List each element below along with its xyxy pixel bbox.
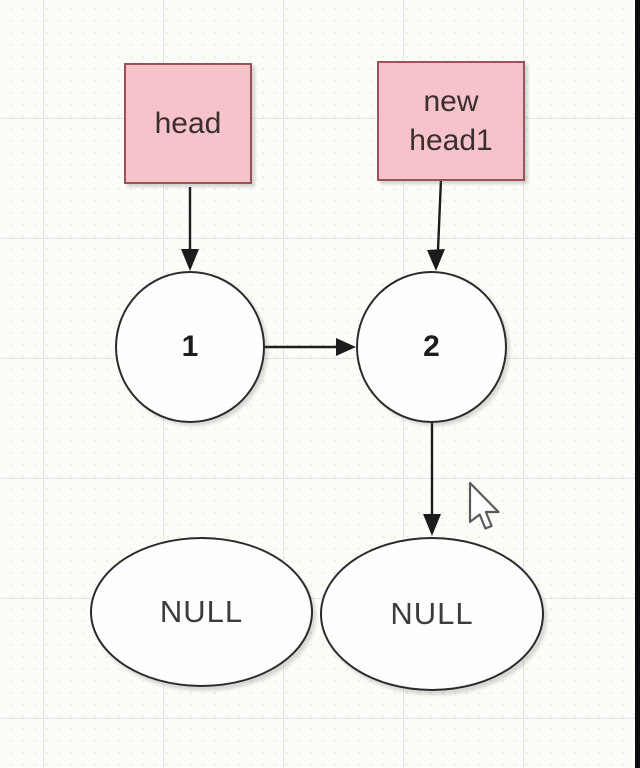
null-terminal-2[interactable]: NULL [320,537,544,691]
pointer-box-head[interactable]: head [124,63,252,184]
list-node-1-label: 1 [181,330,199,363]
list-node-2[interactable]: 2 [356,271,507,423]
list-node-2-label: 2 [423,330,440,363]
window-right-edge [635,0,640,768]
pointer-box-new-head1[interactable]: new head1 [377,61,525,181]
pointer-box-new-head1-label: new head1 [409,85,493,157]
null-terminal-1-label: NULL [159,594,244,629]
null-terminal-2-label: NULL [390,596,474,631]
null-terminal-1[interactable]: NULL [90,537,313,687]
list-node-1[interactable]: 1 [115,271,265,423]
pointer-box-head-label: head [154,107,222,140]
